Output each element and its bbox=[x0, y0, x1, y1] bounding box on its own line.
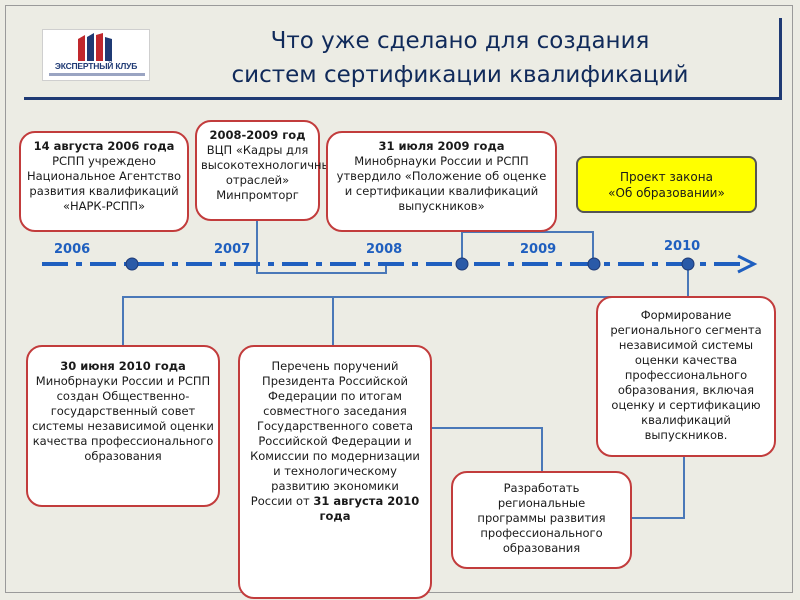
header-rule-vertical bbox=[779, 18, 782, 100]
timeline-node bbox=[455, 257, 469, 271]
year-label: 2006 bbox=[54, 242, 91, 257]
page-title: Что уже сделано для создания систем серт… bbox=[160, 24, 760, 92]
connector-2008-box bbox=[256, 220, 387, 274]
logo-text: ЭКСПЕРТНЫЙ КЛУБ bbox=[54, 61, 138, 71]
header-rule bbox=[24, 97, 782, 100]
event-2008-2009: 2008-2009 год ВЦП «Кадры для высокотехно… bbox=[195, 120, 337, 221]
event-date: 2008-2009 год bbox=[209, 128, 306, 142]
law-project-line2: «Об образовании» bbox=[608, 186, 725, 200]
law-project-box: Проект закона «Об образовании» bbox=[576, 156, 757, 213]
logo-underline bbox=[49, 73, 145, 76]
connector-2010-branch bbox=[122, 265, 689, 345]
timeline-arrow-icon bbox=[737, 254, 758, 274]
connector-regional-forming bbox=[632, 457, 685, 519]
event-date: 30 июня 2010 года bbox=[60, 359, 186, 373]
president-instructions-box: Перечень поручений Президента Российской… bbox=[238, 345, 432, 599]
event-date: 14 августа 2006 года bbox=[33, 139, 175, 153]
event-date: 31 августа 2010 года bbox=[313, 494, 420, 523]
connector-2009-box bbox=[461, 231, 594, 265]
timeline-node bbox=[125, 257, 139, 271]
year-label: 2010 bbox=[664, 239, 701, 254]
event-text: Перечень поручений Президента Российской… bbox=[250, 359, 420, 508]
event-text: Минобрнауки России и РСПП создан Обществ… bbox=[32, 374, 214, 463]
regional-segment-box: Формирование регионального сегмента неза… bbox=[596, 296, 776, 457]
year-label: 2009 bbox=[520, 242, 557, 257]
event-text: Минобрнауки России и РСПП утвердило «Пол… bbox=[336, 154, 547, 213]
event-aug-2006: 14 августа 2006 года РСПП учреждено Наци… bbox=[19, 131, 189, 232]
event-jul-2009: 31 июля 2009 года Минобрнауки России и Р… bbox=[326, 131, 557, 232]
event-jun-2010: 30 июня 2010 года Минобрнауки России и Р… bbox=[26, 345, 220, 507]
law-project-line1: Проект закона bbox=[620, 170, 713, 184]
event-text: Формирование регионального сегмента неза… bbox=[610, 308, 762, 442]
logo: ЭКСПЕРТНЫЙ КЛУБ bbox=[42, 29, 150, 81]
event-text: РСПП учреждено Национальное Агентство ра… bbox=[26, 154, 182, 213]
title-line-1: Что уже сделано для создания bbox=[270, 28, 650, 54]
timeline-node bbox=[587, 257, 601, 271]
event-text: ВЦП «Кадры для высокотехнологичных отрас… bbox=[201, 143, 338, 202]
logo-columns-icon bbox=[78, 33, 112, 61]
year-label: 2008 bbox=[366, 242, 403, 257]
timeline-node bbox=[681, 257, 695, 271]
year-label: 2007 bbox=[214, 242, 251, 257]
title-line-2: систем сертификации квалификаций bbox=[231, 62, 689, 88]
event-text: Разработать региональные программы разви… bbox=[477, 481, 606, 555]
regional-programs-box: Разработать региональные программы разви… bbox=[451, 471, 632, 569]
connector-president-regional bbox=[430, 427, 543, 471]
event-date: 31 июля 2009 года bbox=[378, 139, 505, 153]
